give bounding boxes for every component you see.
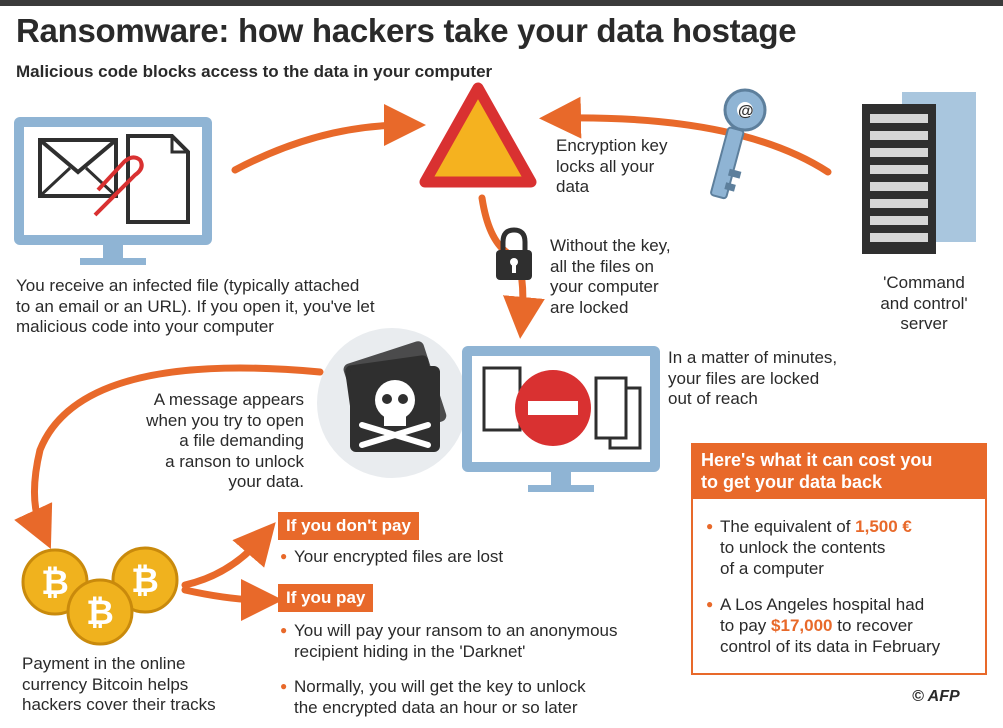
afp-credit: © AFP [912, 688, 960, 705]
server-icon [862, 92, 976, 254]
infected-file-text: You receive an infected file (typically … [16, 276, 375, 336]
locked-minutes-text: In a matter of minutes, your files are l… [668, 348, 838, 408]
svg-text:₿: ₿ [41, 564, 69, 602]
svg-text:₿: ₿ [86, 594, 114, 632]
cost-item-1: The equivalent of 1,500 € to unlock the … [706, 516, 976, 579]
arrow-bitcoin-to-pay [181, 578, 283, 621]
document-icon [126, 134, 190, 224]
bitcoin-text: Payment in the online currency Bitcoin h… [22, 654, 216, 714]
arrow-message-to-bitcoin [14, 364, 324, 550]
arrow-monitor-to-warning [231, 104, 426, 174]
server-text: 'Command and control' server [880, 273, 968, 333]
padlock-icon [496, 227, 532, 280]
cost-item-2-value: $17,000 [771, 616, 833, 635]
arrow-server-to-warning [539, 96, 832, 176]
monitor-locked [462, 346, 660, 492]
ransom-message-text: A message appears when you try to open a… [146, 390, 304, 491]
cost-item-1-value: 1,500 € [855, 517, 912, 536]
no-entry-icon [515, 370, 591, 446]
svg-text:@: @ [738, 103, 754, 120]
skull-icon [317, 328, 467, 478]
pay-bullet-1: You will pay your ransom to an anonymous… [280, 620, 618, 662]
page-subtitle: Malicious code blocks access to the data… [16, 62, 493, 81]
top-bar [0, 0, 1003, 6]
warning-triangle-icon [419, 82, 537, 188]
cost-item-1-post: to unlock the contents of a computer [720, 538, 886, 578]
cost-item-2-pre: A Los Angeles hospital had to pay [720, 595, 925, 635]
page-title: Ransomware: how hackers take your data h… [16, 12, 797, 49]
key-icon: @ [710, 88, 767, 200]
encryption-key-text: Encryption key locks all your data [556, 136, 668, 196]
cost-heading: Here's what it can cost you to get your … [691, 443, 987, 499]
dont-pay-label: If you don't pay [278, 512, 419, 540]
bitcoin-icon: ₿ ₿ ₿ [21, 546, 179, 646]
cost-item-1-pre: The equivalent of [720, 517, 856, 536]
arrow-bitcoin-to-dont-pay [181, 522, 276, 589]
pay-bullet-2: Normally, you will get the key to unlock… [280, 676, 586, 718]
dont-pay-bullet: Your encrypted files are lost [280, 546, 503, 567]
flow-arrows [14, 96, 832, 621]
cost-item-2-post: to recover control of its data in Februa… [720, 616, 941, 656]
without-key-text: Without the key, all the files on your c… [550, 236, 671, 317]
cost-item-2: A Los Angeles hospital had to pay $17,00… [706, 594, 982, 657]
paperclip-icon [93, 155, 144, 217]
svg-text:₿: ₿ [131, 562, 159, 600]
envelope-icon [38, 138, 118, 198]
monitor-infected [14, 117, 212, 265]
pay-label: If you pay [278, 584, 374, 612]
